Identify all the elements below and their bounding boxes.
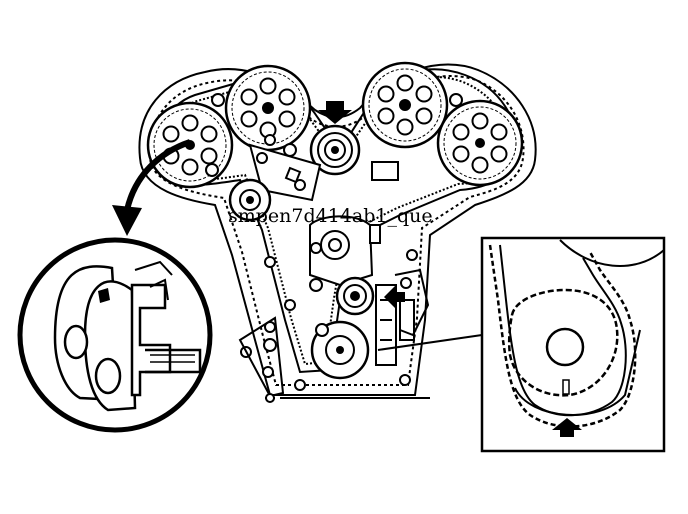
right-camshaft-pulley-inner — [361, 61, 449, 149]
pointer-arrow-up-icon — [552, 418, 582, 437]
upper-idlers — [205, 93, 463, 177]
oil-pump-housing — [238, 268, 430, 403]
watermark-text: smpen7d414ab1_que — [228, 205, 433, 227]
engine-front-cover — [138, 63, 537, 396]
pointer-arrow-down-icon — [318, 101, 352, 124]
water-pump — [309, 215, 381, 292]
lower-idler-pulley — [335, 276, 375, 316]
left-idler-pulley — [228, 178, 272, 222]
detail-magnifier-box — [480, 236, 666, 453]
curved-callout-arrow-icon — [112, 139, 191, 236]
tensioner-bracket — [248, 143, 399, 202]
pointer-arrow-left-icon — [384, 284, 405, 310]
right-camshaft-pulley-outer — [436, 99, 524, 187]
detail-magnifier-circle — [17, 237, 213, 433]
center-tensioner-pulley — [309, 124, 361, 176]
callout-leader-line — [377, 334, 483, 351]
crankshaft-pulley — [310, 320, 370, 380]
